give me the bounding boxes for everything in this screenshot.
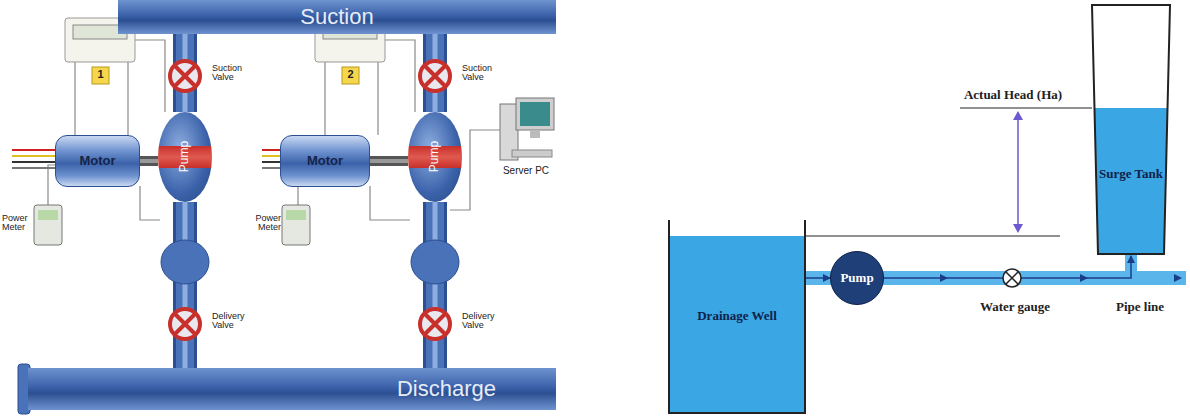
- flow-arrows: [940, 274, 1182, 282]
- drainage-well: Drainage Well: [668, 220, 806, 414]
- discharge-pipe: Discharge: [28, 368, 556, 410]
- node-text: Discharge: [397, 377, 496, 401]
- pump-body: Pump: [158, 112, 212, 202]
- pump-circle: Pump: [830, 251, 884, 305]
- connector-line: [423, 202, 447, 368]
- node-text: Pump: [428, 141, 441, 172]
- meter-label: Power Meter: [2, 214, 33, 233]
- connector-line: [140, 156, 158, 166]
- shaft-connector: [370, 161, 408, 162]
- valve-label: Delivery Valve: [462, 312, 508, 331]
- motor-body: Motor: [280, 135, 370, 187]
- node-text: Pump: [840, 271, 873, 285]
- connector-line: [140, 159, 158, 163]
- node-text: Motor: [307, 154, 343, 168]
- head-line: [960, 108, 1092, 109]
- signal-wires: [48, 40, 500, 220]
- node-text: Motor: [79, 154, 115, 168]
- callout-number: 2: [342, 69, 359, 81]
- node-text: Drainage Well: [697, 309, 777, 323]
- connector-line: [176, 202, 194, 368]
- connector-line: [173, 202, 197, 368]
- pc-label: Server PC: [494, 166, 558, 177]
- node-text: Suction: [300, 5, 373, 29]
- level-line: [806, 236, 1060, 237]
- callout-number: 1: [92, 69, 109, 81]
- valve-label: Delivery Valve: [212, 312, 258, 331]
- connector-line: [370, 159, 408, 163]
- head-arrow: [1017, 116, 1019, 228]
- head-label: Actual Head (Ha): [938, 88, 1088, 102]
- tank-outline: [1090, 3, 1172, 256]
- connector-line: [426, 202, 444, 368]
- shaft-connector: [140, 161, 158, 162]
- node-text: Surge Tank: [1099, 167, 1163, 181]
- connector-line: [370, 156, 408, 166]
- power-meters: [34, 205, 310, 245]
- connector-line: [183, 202, 188, 368]
- gauge-label: Water gauge: [960, 300, 1070, 314]
- valves: [161, 61, 459, 339]
- suction-pipe: Suction: [118, 0, 556, 34]
- pipe-label: Pipe line: [1100, 300, 1180, 314]
- pump-body: Pump: [408, 112, 462, 202]
- connector-line: [806, 277, 830, 279]
- power-cables: [12, 150, 280, 168]
- water-gauge: [1003, 269, 1021, 287]
- meter-label: Power Meter: [250, 214, 281, 233]
- node-text: Pump: [178, 141, 191, 172]
- motor-body: Motor: [55, 135, 140, 187]
- connector-line: [433, 202, 438, 368]
- head-arrowheads: [1013, 111, 1023, 233]
- surge-tank: Surge Tank: [1090, 3, 1172, 256]
- valve-label: Suction Valve: [462, 64, 506, 83]
- valve-label: Suction Valve: [212, 64, 256, 83]
- pipe-connector: [435, 202, 436, 368]
- server-pc: [500, 98, 554, 160]
- pipe-connector: [185, 202, 186, 368]
- flow-connector: [806, 278, 830, 279]
